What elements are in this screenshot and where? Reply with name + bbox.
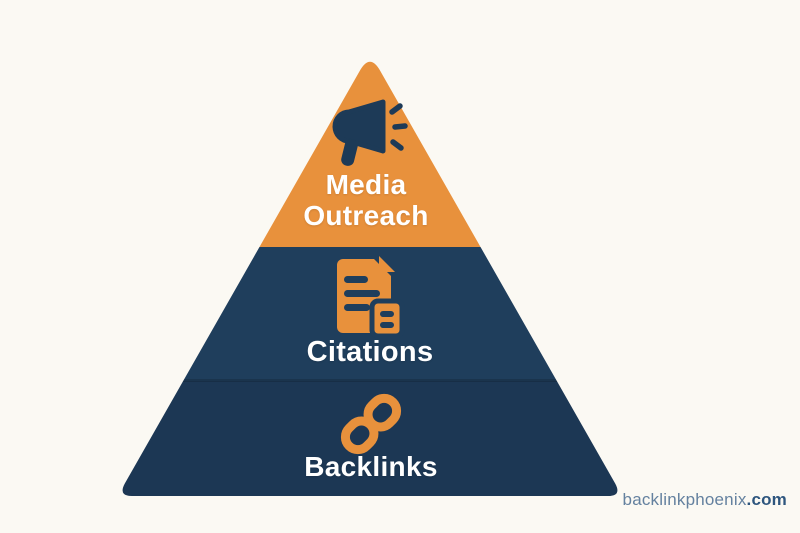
tier-label-citations: Citations (306, 336, 434, 368)
watermark-site-name: backlinkphoenix (622, 490, 747, 509)
watermark-site-text: backlinkphoenix.com (623, 490, 787, 510)
document-citation-icon (337, 256, 405, 339)
tier-divider-shadow (122, 379, 618, 382)
watermark-site-tld: .com (746, 490, 787, 509)
megaphone-icon (332, 99, 408, 166)
tier-label-backlinks: Backlinks (304, 451, 438, 482)
tier-label-media-outreach: Media Outreach (303, 169, 429, 231)
chain-link-icon (340, 393, 402, 455)
